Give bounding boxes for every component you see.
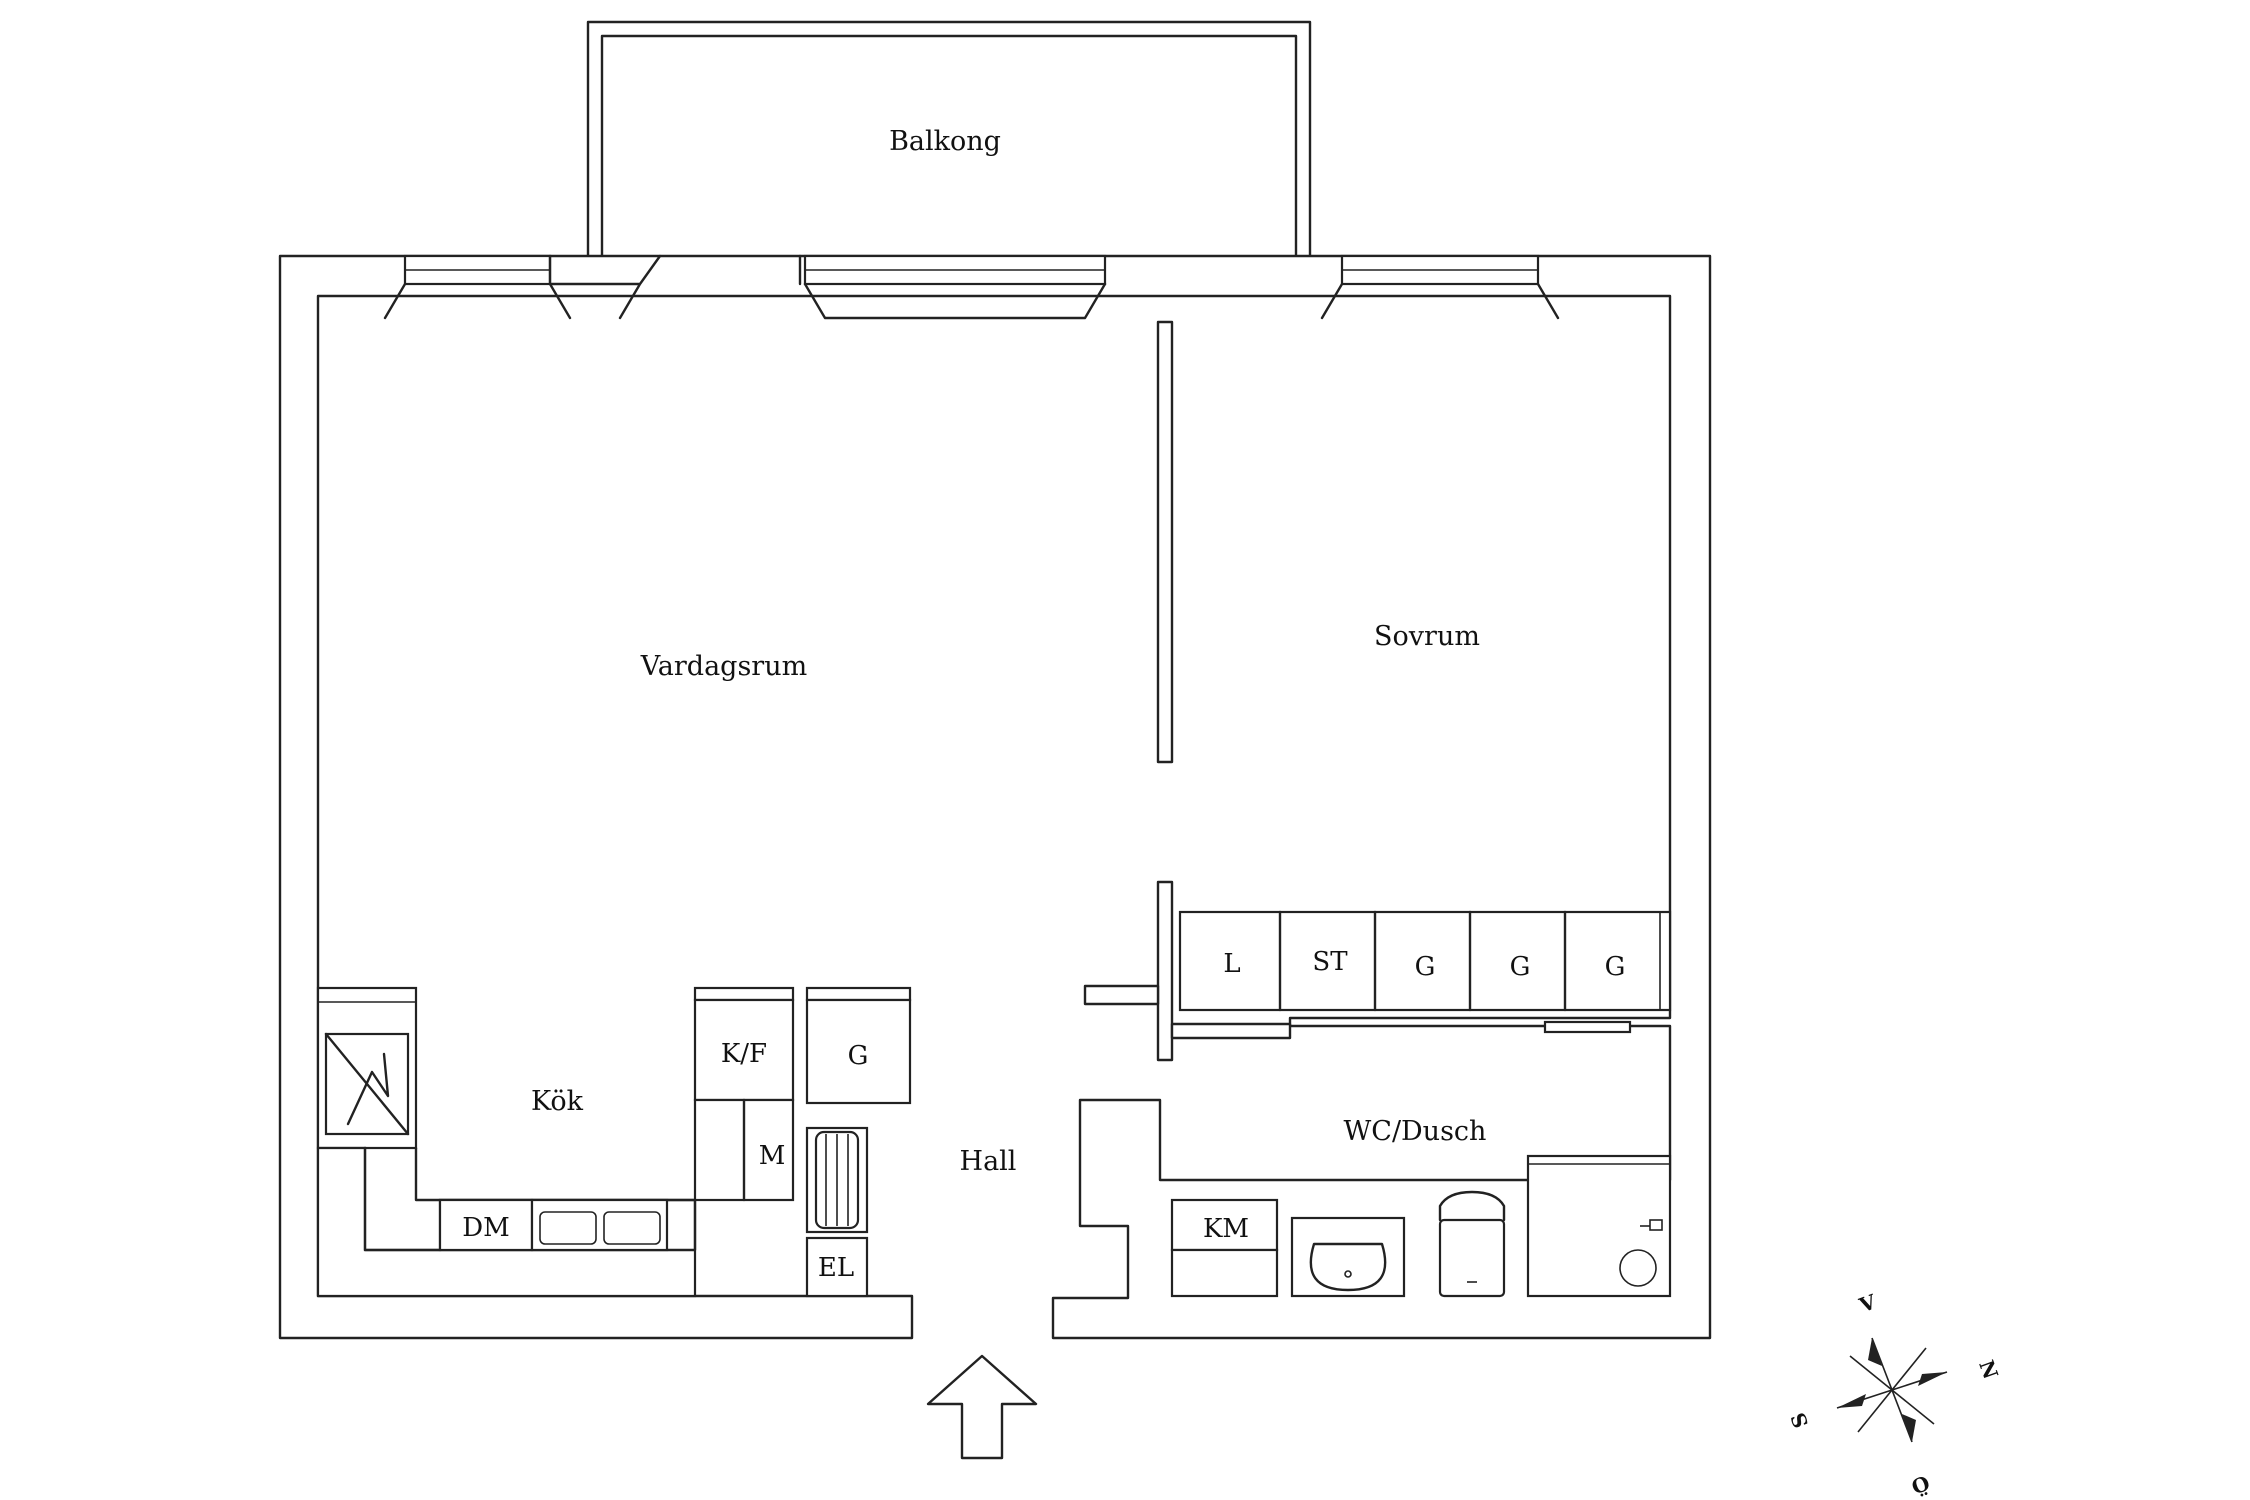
dishwasher: [438, 1198, 534, 1252]
wardrobe-g2-label: G: [1510, 952, 1531, 982]
compass-rose-icon: [1836, 1337, 1948, 1443]
partition-wall: [1156, 320, 1174, 764]
wardrobe-g3-label: G: [1605, 952, 1626, 982]
wardrobe-wall: [1156, 880, 1174, 1062]
compass-o-label: Ö: [1908, 1470, 1933, 1499]
washing-machine-label: KM: [1203, 1214, 1249, 1244]
window-left: [383, 254, 572, 320]
room-label-wc: WC/Dusch: [1344, 1116, 1487, 1147]
kitchen-right-cabinets: [693, 986, 795, 1202]
hall-stub-wall: [1083, 984, 1160, 1006]
window-right: [1320, 254, 1560, 320]
room-label-kok: Kök: [531, 1086, 584, 1117]
entrance-arrow-icon: [926, 1354, 1038, 1460]
window-middle: [803, 254, 1107, 320]
bathroom-wall: [1170, 1022, 1292, 1040]
shoe-rack: [805, 1126, 869, 1234]
fridge-freezer-label: K/F: [721, 1039, 767, 1069]
wardrobe-g1-label: G: [1415, 952, 1436, 982]
room-label-vardagsrum: Vardagsrum: [640, 651, 807, 682]
toilet: [1438, 1190, 1506, 1298]
balcony-door-posts: [548, 254, 802, 320]
microwave-label: M: [759, 1141, 786, 1171]
washbasin: [1290, 1216, 1406, 1298]
hall-wardrobe: [805, 986, 912, 1105]
dishwasher-label: DM: [462, 1213, 509, 1243]
room-label-hall: Hall: [960, 1146, 1017, 1177]
balcony: [586, 20, 1312, 258]
kitchen-left-counter: [316, 986, 418, 1150]
room-label-balkong: Balkong: [889, 126, 1001, 157]
bathroom-door-rail: [1543, 1020, 1632, 1034]
bathroom-counter: [1170, 1248, 1279, 1298]
room-label-sovrum: Sovrum: [1374, 621, 1480, 652]
shower: [1526, 1154, 1672, 1298]
wardrobe-linen-label: L: [1223, 949, 1240, 979]
kitchen-sink: [530, 1198, 669, 1252]
electrical-panel-label: EL: [818, 1253, 854, 1283]
wardrobe-st-label: ST: [1312, 947, 1348, 977]
compass-v-label: V: [1855, 1289, 1879, 1317]
compass-n-label: N: [1974, 1357, 2003, 1382]
electrical-panel: [805, 1236, 869, 1298]
compass-s-label: S: [1786, 1409, 1813, 1431]
hall-wardrobe-label: G: [848, 1041, 869, 1071]
wardrobe-row: [1178, 910, 1672, 1012]
